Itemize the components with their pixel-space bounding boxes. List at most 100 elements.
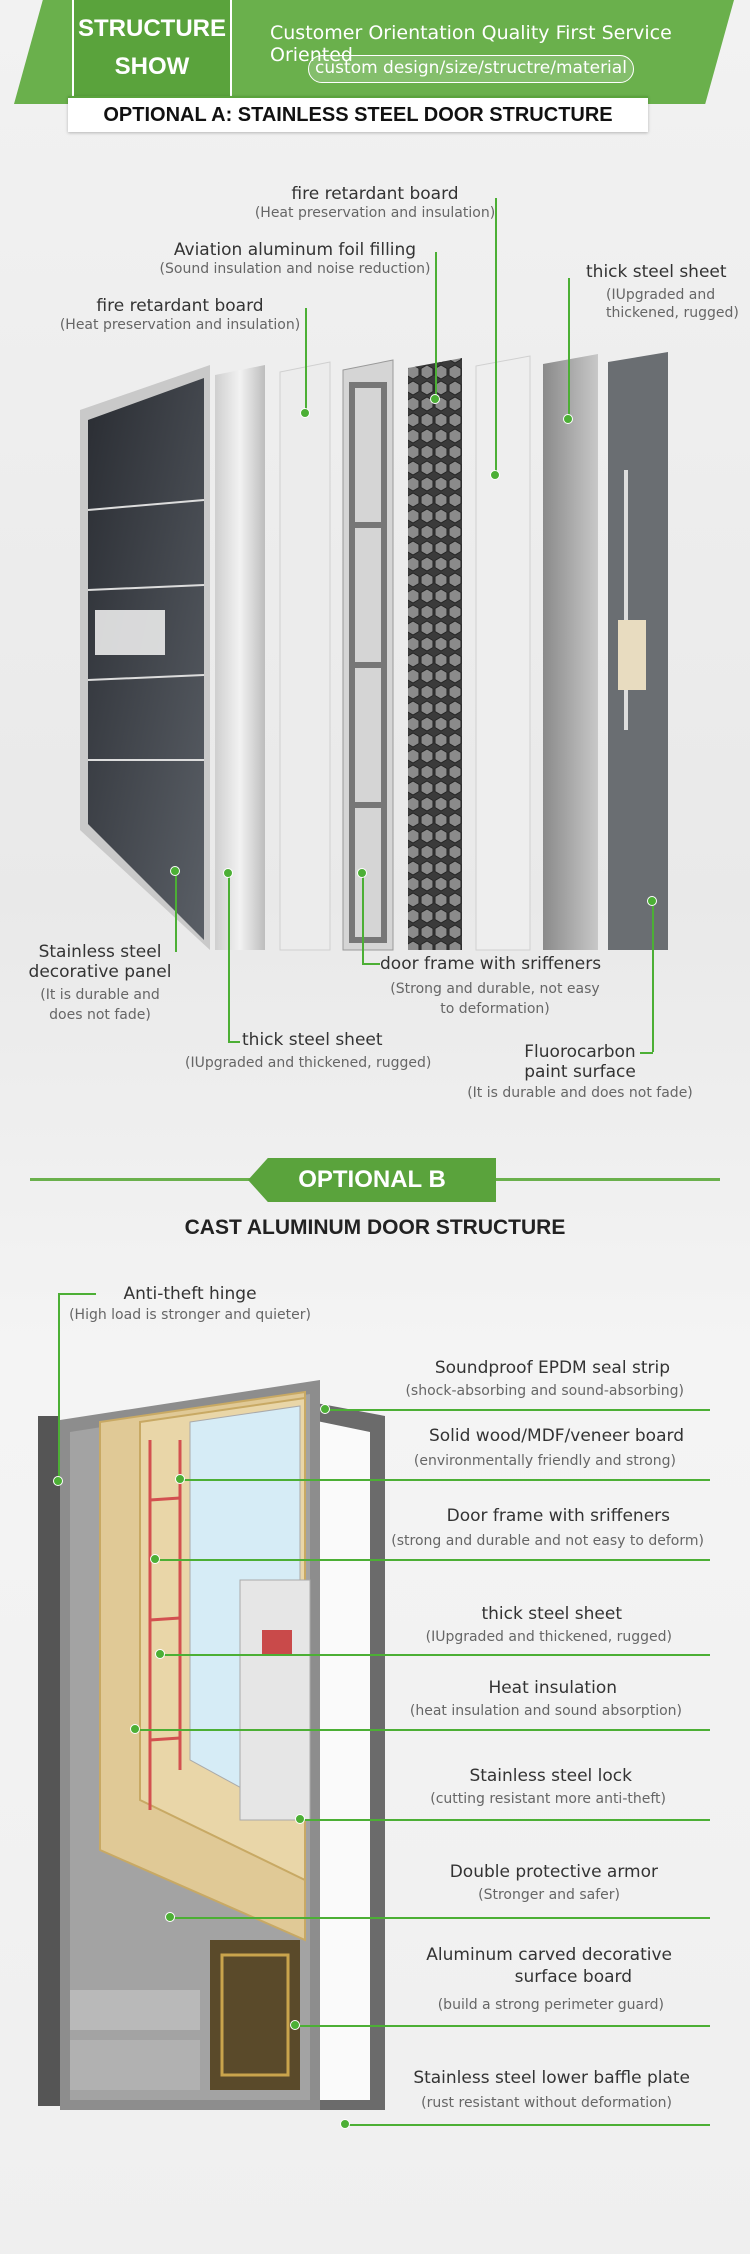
sub-aviation-foil: (Sound insulation and noise reduction) <box>159 261 431 277</box>
leader-line <box>568 278 570 420</box>
sub-door-frame-2: to deformation) <box>440 1001 550 1017</box>
carved-surface <box>210 1940 300 2090</box>
leader-line <box>345 2124 710 2126</box>
header-slogan: Customer Orientation Quality First Servi… <box>270 22 672 66</box>
sub-frame: (strong and durable and not easy to defo… <box>391 1533 704 1549</box>
label-fire-board-left: fire retardant board <box>96 296 264 316</box>
leader-line <box>175 872 177 952</box>
leader-line <box>652 900 654 1052</box>
thick-steel-sheet-layer <box>215 365 265 950</box>
sub-baffle: (rust resistant without deformation) <box>421 2095 672 2111</box>
label-armor: Double protective armor <box>449 1862 658 1882</box>
leader-line <box>362 872 364 964</box>
leader-line <box>58 1293 96 1295</box>
marker-dot <box>290 2020 300 2030</box>
badge-line-1: STRUCTURE <box>78 15 226 42</box>
leader-line <box>305 308 307 413</box>
fluorocarbon-panel-layer <box>608 352 668 950</box>
leader-line <box>435 252 437 402</box>
label-insulation: Heat insulation <box>488 1678 617 1698</box>
label-steel-sheet: thick steel sheet <box>481 1604 622 1624</box>
label-fire-board-top: fire retardant board <box>291 184 459 204</box>
label-carved-2: surface board <box>514 1967 632 1987</box>
marker-dot <box>53 1476 63 1486</box>
leader-line <box>170 1917 710 1919</box>
leader-line <box>228 1041 240 1043</box>
sub-fire-board-top: (Heat preservation and insulation) <box>254 205 496 221</box>
fire-board-layer <box>279 361 331 951</box>
sub-thick-sheet-bottom: (IUpgraded and thickened, rugged) <box>185 1055 432 1071</box>
structure-show-badge: STRUCTURE SHOW <box>72 0 232 98</box>
label-thick-sheet-top: thick steel sheet <box>586 262 727 282</box>
sub-hinge: (High load is stronger and quieter) <box>69 1307 311 1323</box>
sub-carved: (build a strong perimeter guard) <box>437 1997 664 2013</box>
optional-a-title: OPTIONAL A: STAINLESS STEEL DOOR STRUCTU… <box>68 96 648 132</box>
exploded-door-diagram <box>80 352 668 951</box>
leader-line <box>362 963 380 965</box>
thick-steel-sheet-layer-2 <box>543 354 598 950</box>
label-fluoro-1: Fluorocarbon <box>524 1042 636 1062</box>
label-wood: Solid wood/MDF/veneer board <box>428 1426 684 1446</box>
marker-dot <box>357 868 367 878</box>
honeycomb-layer <box>408 358 462 950</box>
sub-door-frame-1: (Strong and durable, not easy <box>390 981 600 997</box>
door-frame-layer <box>342 359 394 951</box>
leader-line <box>160 1654 710 1656</box>
leader-line <box>300 1819 710 1821</box>
sub-armor: (Stronger and safer) <box>478 1887 620 1903</box>
header-tagline: custom design/size/structre/material <box>308 55 634 83</box>
marker-dot <box>340 2119 350 2129</box>
leader-line <box>58 1293 60 1479</box>
marker-dot <box>150 1554 160 1564</box>
leader-line <box>228 872 230 1042</box>
label-frame: Door frame with sriffeners <box>446 1506 670 1526</box>
sub-wood: (environmentally friendly and strong) <box>413 1453 676 1469</box>
leader-line <box>180 1479 710 1481</box>
lock-cylinder <box>262 1630 292 1654</box>
leader-line <box>325 1409 710 1411</box>
fire-board-layer-2 <box>475 355 531 951</box>
label-hinge: Anti-theft hinge <box>123 1284 257 1304</box>
optional-b-tab: OPTIONAL B <box>248 1158 496 1202</box>
label-lock: Stainless steel lock <box>469 1766 632 1786</box>
door-frame-left <box>38 1416 60 2106</box>
label-thick-sheet-bottom: thick steel sheet <box>242 1030 383 1050</box>
sub-epdm: (shock-absorbing and sound-absorbing) <box>405 1383 684 1399</box>
leader-line <box>495 198 497 478</box>
optional-b-title: CAST ALUMINUM DOOR STRUCTURE <box>184 1216 566 1239</box>
sub-lock: (cutting resistant more anti-theft) <box>430 1791 666 1807</box>
cast-aluminum-door-diagram <box>38 1380 385 2110</box>
marker-dot <box>130 1724 140 1734</box>
label-carved-1: Aluminum carved decorative <box>426 1945 672 1965</box>
marker-dot <box>295 1814 305 1824</box>
sub-fluoro: (It is durable and does not fade) <box>467 1085 693 1101</box>
leader-line <box>640 1052 653 1054</box>
sub-decor-panel-2: does not fade) <box>49 1007 151 1023</box>
label-door-frame: door frame with sriffeners <box>380 954 602 974</box>
marker-dot <box>165 1912 175 1922</box>
marker-dot <box>223 868 233 878</box>
marker-dot <box>490 470 500 480</box>
label-aviation-foil: Aviation aluminum foil filling <box>173 240 417 260</box>
badge-line-2: SHOW <box>114 53 190 80</box>
marker-dot <box>300 408 310 418</box>
lock-box <box>239 1579 311 1821</box>
marker-dot <box>175 1474 185 1484</box>
label-epdm: Soundproof EPDM seal strip <box>434 1358 670 1378</box>
sub-decor-panel-1: (It is durable and <box>40 987 160 1003</box>
marker-dot <box>155 1649 165 1659</box>
decorative-panel-layer <box>80 365 210 950</box>
marker-dot <box>563 414 573 424</box>
marker-dot <box>170 866 180 876</box>
marker-dot <box>430 394 440 404</box>
sub-thick-sheet-top-2: thickened, rugged) <box>606 305 739 321</box>
leader-line <box>155 1559 710 1561</box>
sub-steel-sheet: (IUpgraded and thickened, rugged) <box>425 1629 672 1645</box>
sub-fire-board-left: (Heat preservation and insulation) <box>59 317 301 333</box>
marker-dot <box>320 1404 330 1414</box>
label-decor-panel-2: decorative panel <box>28 962 172 982</box>
label-fluoro-2: paint surface <box>524 1062 636 1082</box>
leader-line <box>135 1729 710 1731</box>
label-decor-panel-1: Stainless steel <box>38 942 162 962</box>
sub-insulation: (heat insulation and sound absorption) <box>409 1703 682 1719</box>
